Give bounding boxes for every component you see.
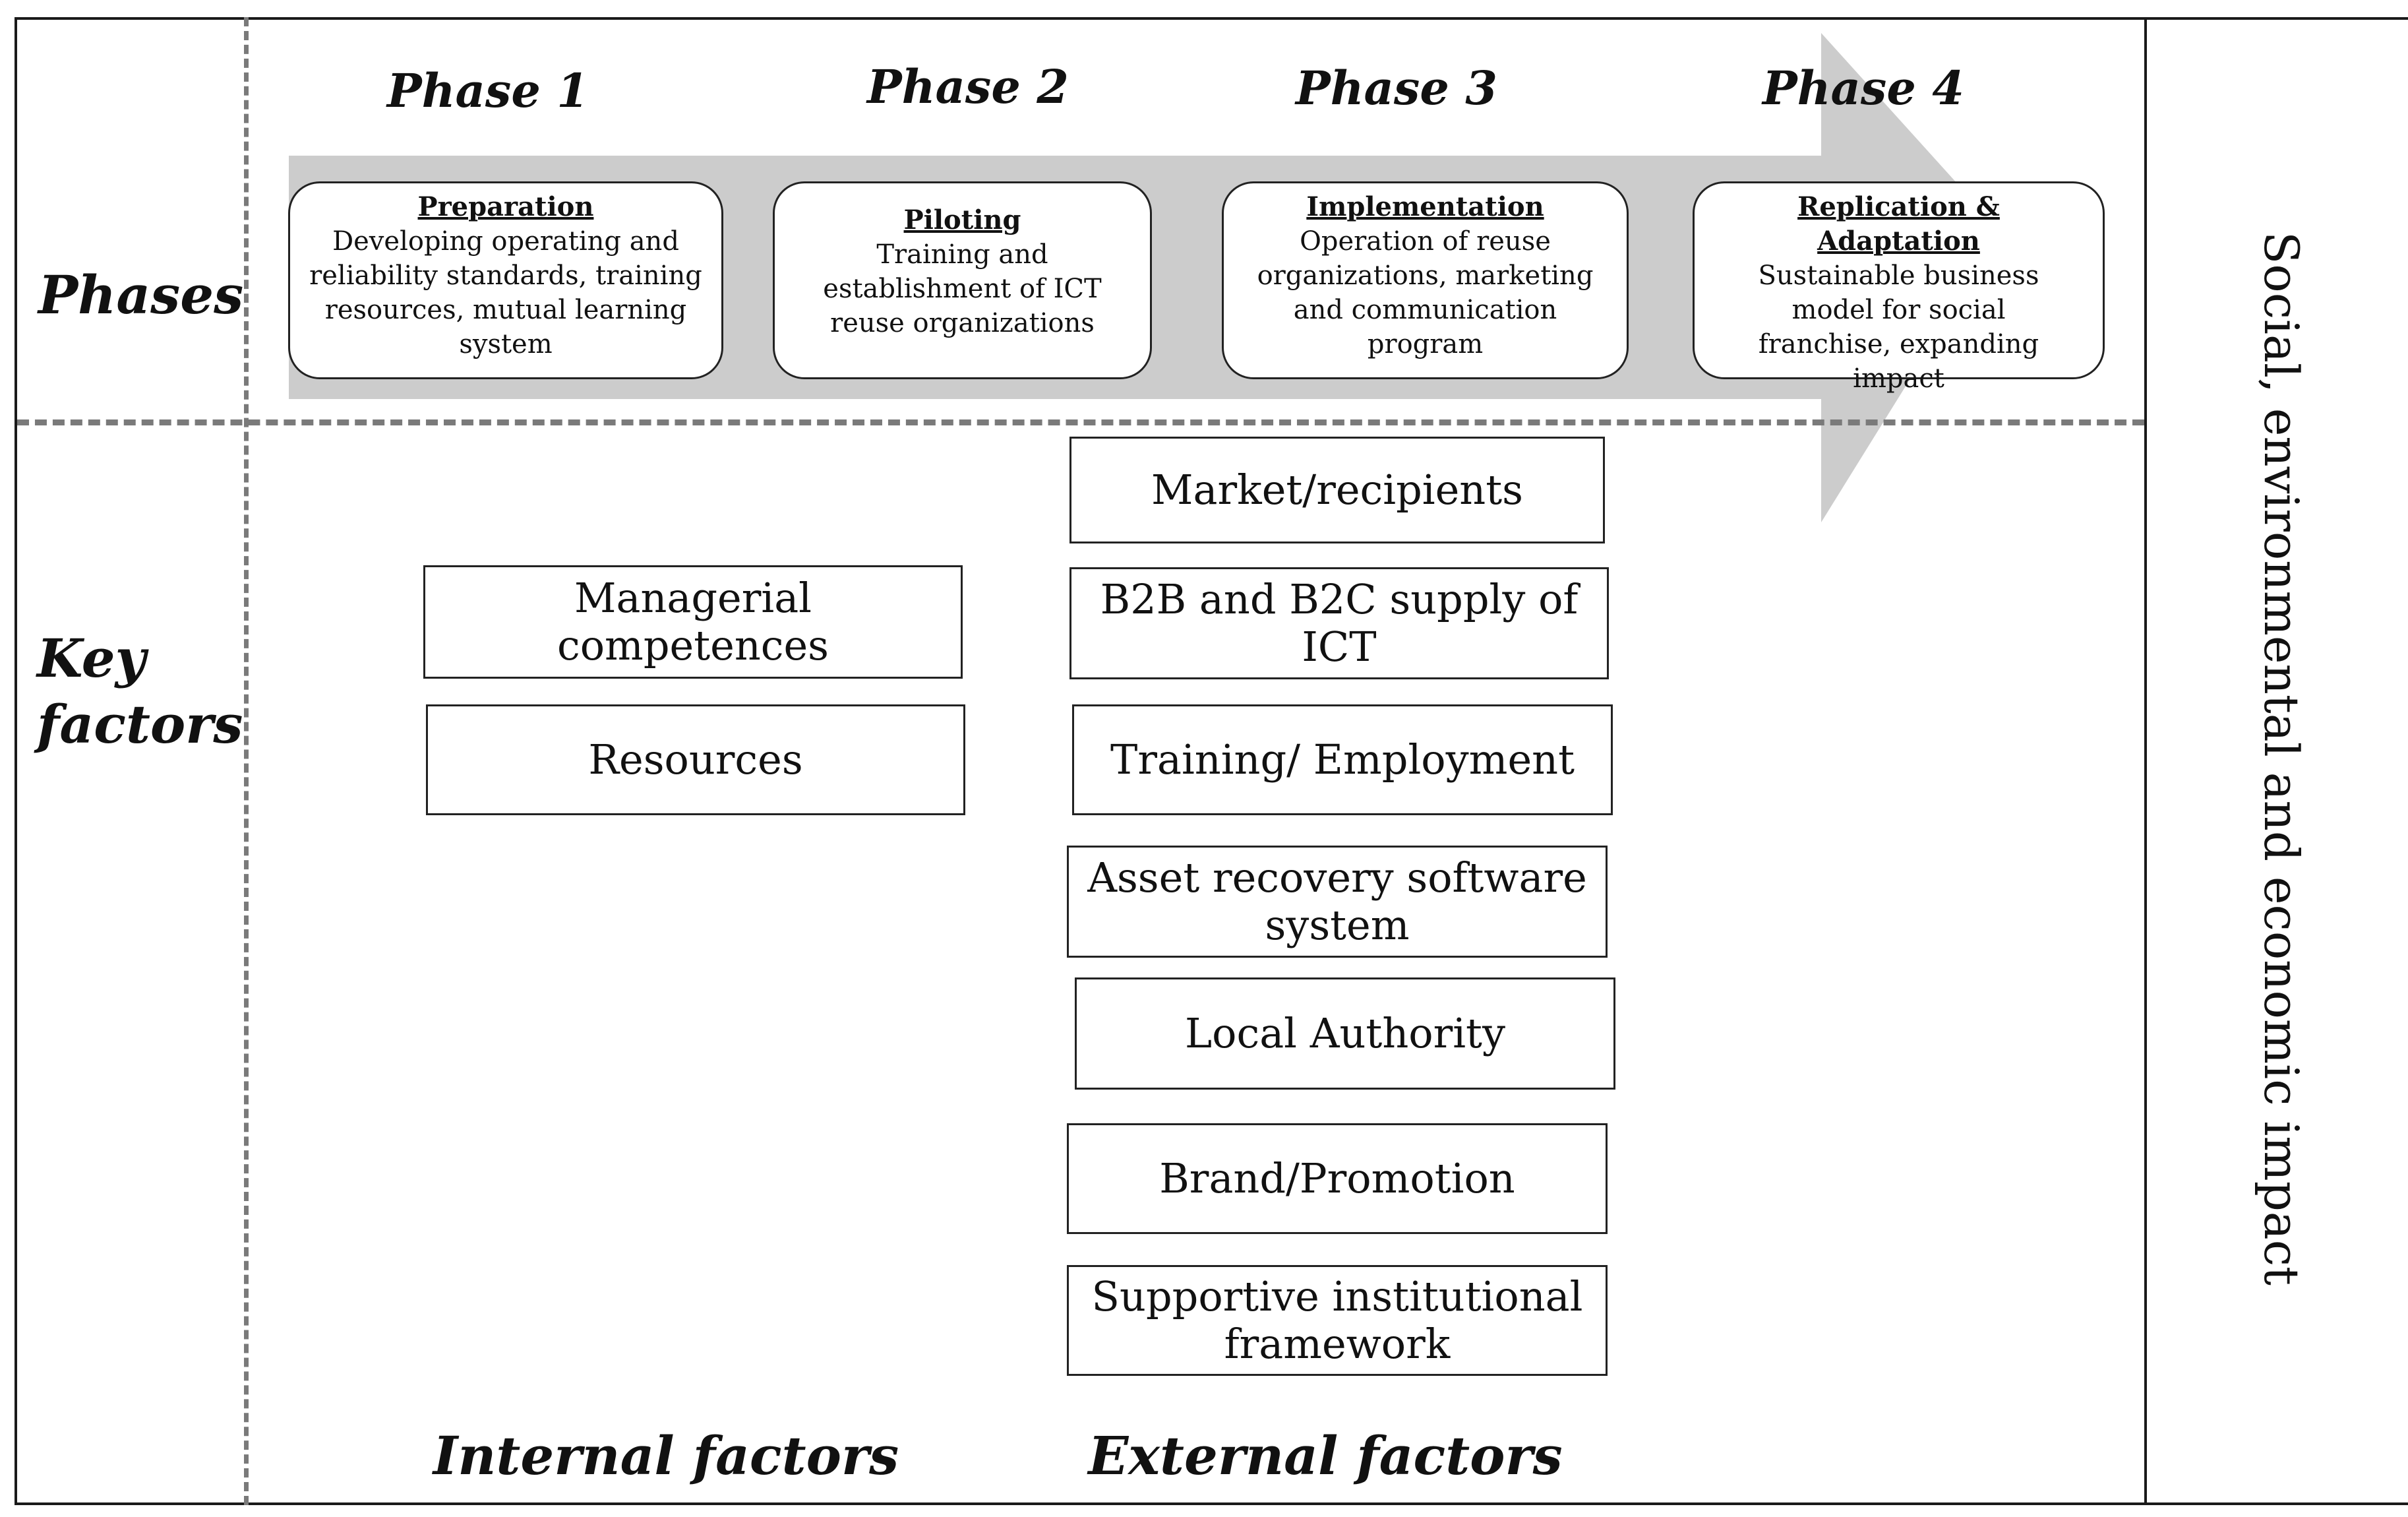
phase-1-heading: Phase 1: [387, 63, 589, 118]
phase-2-heading: Phase 2: [867, 59, 1069, 114]
phase-3-title: Implementation: [1306, 191, 1544, 222]
phase-4-heading: Phase 4: [1762, 61, 1964, 115]
phase-3-heading: Phase 3: [1296, 61, 1497, 115]
frame-bottom: [15, 1502, 2408, 1505]
external-factor-local-authority: Local Authority: [1075, 977, 1615, 1090]
external-factor-b2b-b2c-supply: B2B and B2C supply of ICT: [1069, 567, 1609, 679]
phase-4-box: Replication & Adaptation Sustainable bus…: [1693, 181, 2105, 394]
internal-factor-managerial-competences: Managerial competences: [423, 565, 963, 679]
row-label-key: Key: [37, 627, 146, 689]
phase-2-title: Piloting: [903, 204, 1021, 235]
external-factor-brand-promotion: Brand/Promotion: [1067, 1123, 1608, 1234]
phase-4-title: Replication & Adaptation: [1797, 191, 2000, 257]
row-label-key-factors: Key factors: [37, 625, 243, 757]
external-factor-market-recipients: Market/recipients: [1069, 437, 1605, 543]
external-factor-supportive-framework: Supportive institutional framework: [1067, 1265, 1608, 1376]
row-label-factors: factors: [37, 693, 243, 755]
phase-1-description: Developing operating and reliability sta…: [309, 226, 702, 359]
frame-right-divider: [2144, 17, 2147, 1505]
row-label-divider: [244, 17, 249, 1505]
impact-label: Social, environmental and economic impac…: [2254, 232, 2309, 1285]
internal-factors-label: Internal factors: [433, 1425, 899, 1487]
external-factor-asset-recovery: Asset recovery software system: [1067, 846, 1608, 958]
frame-top: [15, 17, 2408, 20]
phase-3-description: Operation of reuse organizations, market…: [1257, 226, 1594, 359]
phase-4-description: Sustainable business model for social fr…: [1758, 261, 2039, 394]
internal-factor-resources: Resources: [426, 704, 965, 815]
phase-section-divider: [17, 419, 2144, 425]
frame-left: [15, 17, 17, 1505]
phase-2-description: Training and establishment of ICT reuse …: [823, 239, 1102, 338]
phase-1-title: Preparation: [417, 191, 594, 222]
phase-1-box: Preparation Developing operating and rel…: [288, 181, 723, 379]
row-label-phases: Phases: [38, 264, 244, 326]
phase-3-box: Implementation Operation of reuse organi…: [1222, 181, 1629, 379]
phase-2-box: Piloting Training and establishment of I…: [773, 181, 1152, 379]
external-factors-label: External factors: [1088, 1425, 1563, 1487]
external-factor-training-employment: Training/ Employment: [1072, 704, 1613, 815]
